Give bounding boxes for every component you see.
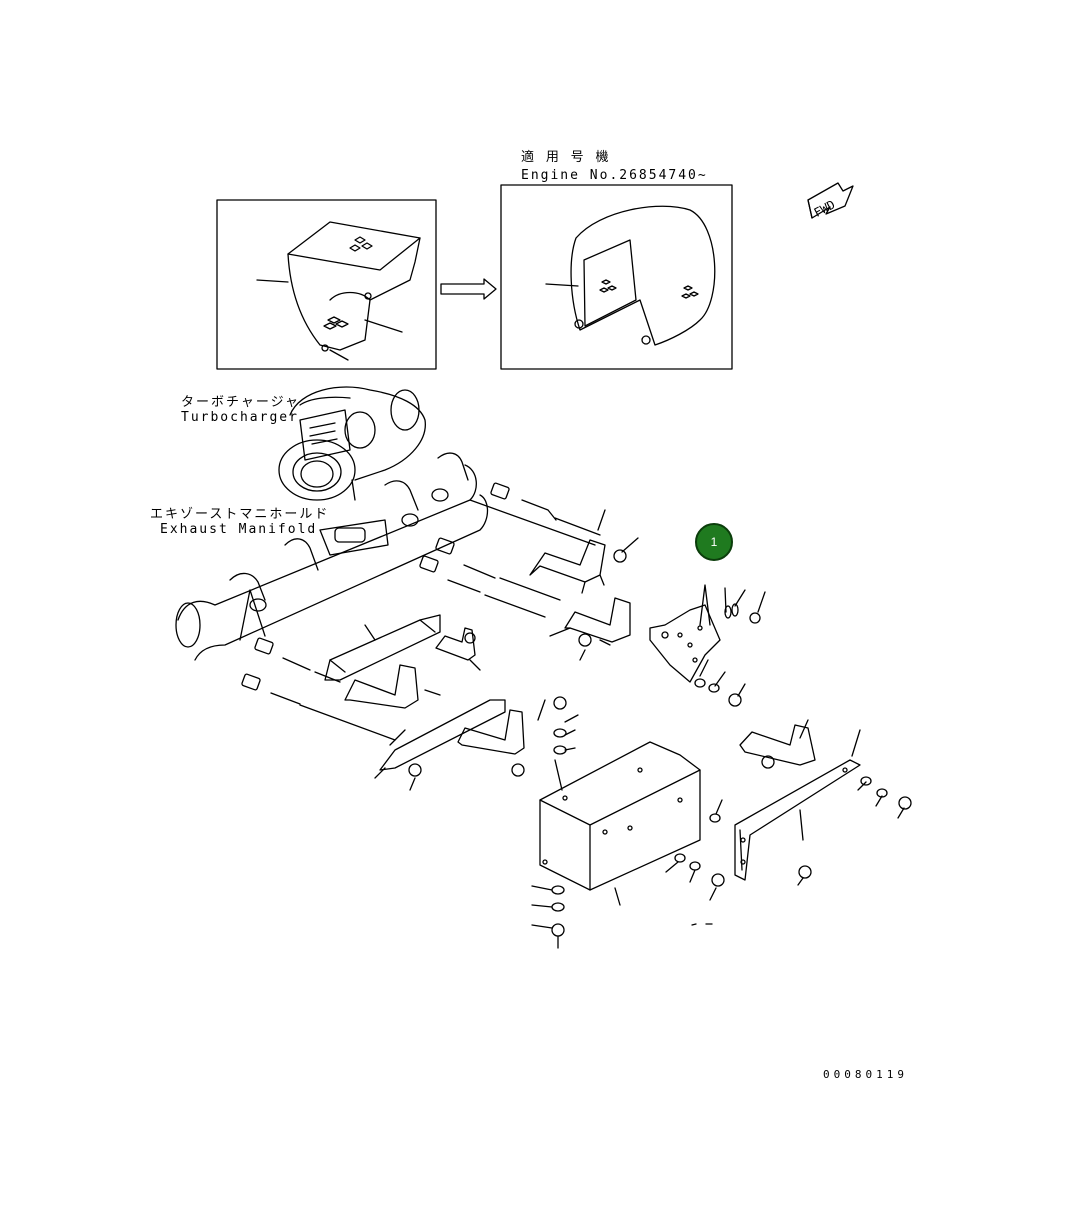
applicability-label-jp: 適 用 号 機 xyxy=(521,150,611,165)
lower-heat-cover xyxy=(539,741,861,891)
manifold-label-jp: エキゾーストマニホールド xyxy=(150,507,330,522)
leader-lines xyxy=(364,509,905,929)
brackets xyxy=(324,539,816,771)
turbocharger xyxy=(278,386,426,501)
applicability-engine-number: Engine No.26854740~ xyxy=(521,168,708,183)
turbocharger-label-en: Turbocharger xyxy=(181,410,299,425)
studs-and-spacers xyxy=(241,482,601,741)
new-cover-inset xyxy=(500,184,733,370)
old-cover-inset xyxy=(216,199,437,370)
change-arrow xyxy=(440,278,497,300)
item-callout-1[interactable]: 1 xyxy=(695,523,733,561)
drawing-number: 00080119 xyxy=(823,1068,908,1081)
fwd-label: FWD xyxy=(812,197,838,220)
heat-shield-bracket xyxy=(649,584,721,683)
manifold-label-en: Exhaust Manifold xyxy=(160,522,318,537)
exhaust-manifold xyxy=(175,452,489,661)
turbocharger-label-jp: ターボチャージャ xyxy=(181,395,300,410)
fwd-direction-marker xyxy=(807,182,854,219)
